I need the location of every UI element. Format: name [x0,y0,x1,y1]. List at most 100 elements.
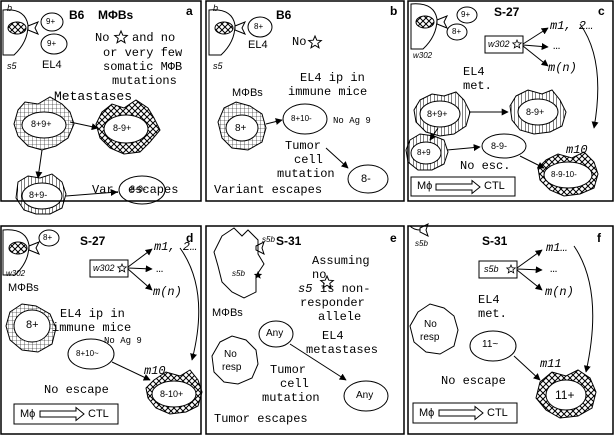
el4-label: EL4 [248,39,268,51]
panel-letter: c [598,4,605,18]
panel-letter: f [597,231,601,245]
assume-line-2: no [312,268,327,282]
cell-any-2 [343,380,389,412]
no-escape-label: No escape [44,383,109,397]
m11-label: m11 [540,357,562,371]
assume-line-5: allele [318,310,362,324]
tag-w302: w302 [413,51,433,60]
tag-b: b [7,3,13,13]
ctl-label: CTL [487,407,508,419]
metastases-label: Metastases [54,89,133,104]
m1-label: m1, 2… [154,240,198,254]
cell-label: 9+ [46,17,56,26]
tag-s5b: s5b [262,235,275,244]
cell-label: 8- [361,173,371,185]
cell-label: Any [356,390,374,401]
ip-line-2: immune mice [52,321,132,335]
blob-label: 8+9 [417,148,431,157]
footer-label: Tumor escapes [214,412,308,426]
blob-label: 8-9+ [113,123,132,133]
strain-label: S-31 [276,234,302,248]
cell-label: 9+ [47,39,57,48]
cell-label: 8+ [254,22,264,31]
no-ag-label: No Ag 9 [104,336,142,346]
double-arrow [438,405,484,421]
blob-label: 8-9+ [526,107,545,117]
strain-label: S-27 [80,234,106,248]
receptor-flag [27,21,40,35]
no-escape-label: No escape [441,374,506,388]
note-line-4: mutations [112,74,177,88]
tumor-line-1: Tumor [270,363,307,377]
panel-letter: b [390,4,398,18]
note-line-1: No [95,31,110,45]
cell-9-top [40,12,64,32]
blob-label: 8-9-10- [551,170,577,179]
mphibs-label: MΦBs [8,282,39,294]
footer-label: Variant escapes [214,183,323,197]
s5b-cell-shape [213,227,265,299]
cell-8-top [247,16,273,38]
cell-label: 11~ [482,339,499,350]
tag-b: b [213,3,219,13]
panel-letter: e [390,231,397,245]
panel-e-graphics [211,227,389,412]
mphibs-label: MΦBs [232,87,263,99]
blob-label: 8-10+ [160,389,184,399]
s5b-box-label: s5b [484,264,499,274]
tumor-line-3: mutation [262,391,320,405]
strain-label: S-27 [494,5,520,19]
blob-label: 8+ [26,319,39,331]
assume-line-3: s5 [298,282,313,296]
blob-label: 8+9+ [427,109,448,119]
blob-label: 8+9+ [31,119,52,129]
no-resp-line-1: No [424,319,437,330]
tag-w302: w302 [6,269,26,278]
cell-8m9m [118,175,166,205]
note-line-3: somatic MΦB [103,60,183,74]
m10-label: m10 [566,143,588,157]
assume-line-3b: is non- [320,282,371,296]
no-resp-cell [409,303,459,355]
el4-line-1: EL4 [463,65,485,79]
no-star-label: No [292,35,307,49]
dots-label: … [156,262,164,276]
cell-label: 8-9- [491,141,508,151]
mphibs-label: MΦBs [98,8,134,22]
el4-line-1: EL4 [322,329,344,343]
star-filled-icon [253,271,263,279]
cell-label: 9+ [461,10,471,19]
star-icon [113,29,129,44]
strain-label: B6 [69,8,85,22]
star-icon [116,262,128,273]
star-icon [307,34,323,49]
strain-label: B6 [276,8,292,22]
el4-line-1: EL4 [478,293,500,307]
cell-11 [469,330,517,362]
el4-line-2: metastases [306,343,379,357]
mn-label: m(n) [548,61,577,75]
cell-8p10m [282,103,328,135]
panel-f-graphics [409,223,597,424]
cell-label: 8+ [452,27,462,36]
mphi-label: Mϕ [20,408,36,420]
cell-8m9m [481,133,527,159]
panel-letter: a [186,4,193,18]
tumor-line-3: mutation [277,167,335,181]
star-icon [505,263,517,274]
blob-label: 8+ [235,123,247,134]
note-line-2: or very few [103,46,183,60]
panel-d-frame [0,225,202,435]
tag-s5: s5 [213,61,223,71]
w302-box [484,35,524,54]
panel-a-graphics [2,9,166,215]
no-resp-line-2: resp [222,362,242,373]
panel-b-graphics [208,9,389,194]
cell-label: Any [266,328,284,339]
panel-d-graphics [2,229,203,425]
mn-label: m(n) [153,285,182,299]
mphib-nucleus [7,21,27,35]
tumor-line-1: Tumor [285,139,322,153]
cell-8p10 [67,338,115,370]
cell-9-bottom [40,33,68,55]
